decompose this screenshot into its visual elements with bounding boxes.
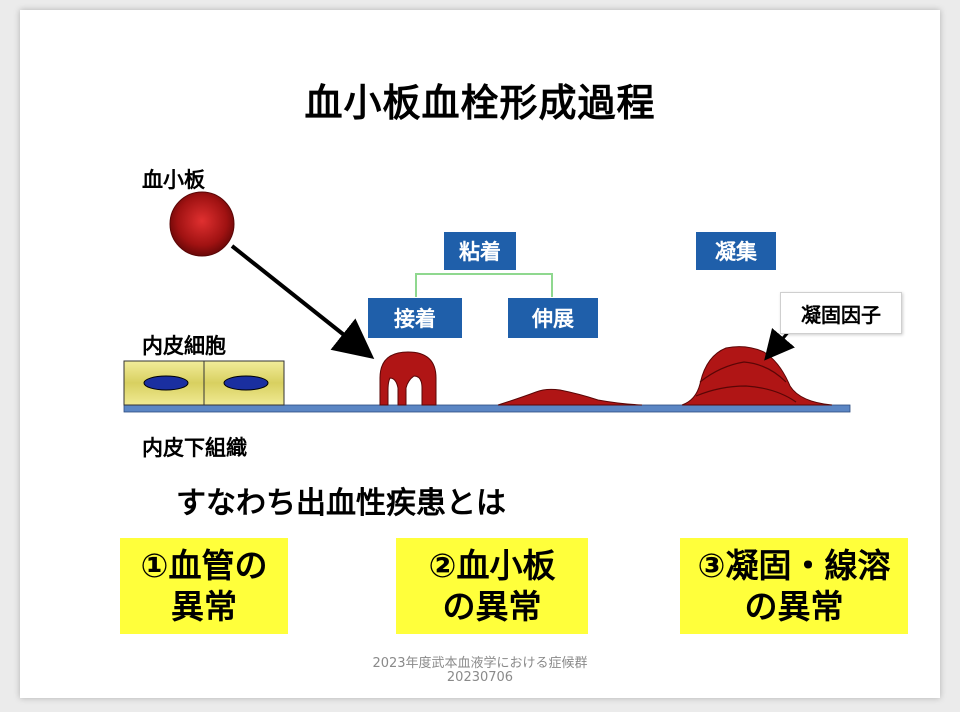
category-platelet-line2: の異常 (442, 587, 542, 626)
footer-line-2: 20230706 (446, 670, 514, 685)
endothelial-cell-label: 内皮細胞 (142, 334, 226, 358)
category-platelet-line1: ②血小板 (428, 545, 556, 585)
cell-nucleus-1 (143, 375, 189, 391)
subtitle: すなわち出血性疾患とは (176, 486, 506, 521)
attached-platelet (379, 351, 437, 406)
category-vascular: ①血管の 異常 (120, 538, 288, 634)
category-platelet: ②血小板 の異常 (396, 538, 588, 634)
footer-line-1: 2023年度武本血液学における症候群 (372, 656, 588, 671)
thrombus-outer (681, 346, 833, 406)
thrombus-layer-2 (695, 385, 797, 403)
attachment-box: 接着 (368, 298, 462, 338)
platelet-circle (169, 191, 235, 257)
category-coagulation: ③凝固・線溶 の異常 (680, 538, 908, 634)
platelet-label: 血小板 (142, 168, 205, 192)
category-coagulation-line2: の異常 (744, 587, 844, 626)
category-vascular-line2: 異常 (171, 587, 237, 626)
subendothelium-label: 内皮下組織 (142, 436, 247, 460)
platelet-arrow (230, 244, 375, 359)
factor-arrow (764, 327, 795, 361)
aggregation-box: 凝集 (696, 232, 776, 270)
thrombus-layer-1 (699, 361, 787, 383)
slide: 血小板血栓形成過程 血小板 内皮細胞 内皮下組織 粘着 接着 伸展 凝集 凝固因… (20, 10, 940, 698)
spread-platelet (497, 388, 643, 406)
membrane-line (123, 404, 851, 413)
category-coagulation-line1: ③凝固・線溶 (697, 545, 891, 585)
coagulation-factor-box: 凝固因子 (780, 292, 902, 334)
cell-nucleus-2 (223, 375, 269, 391)
slide-title: 血小板血栓形成過程 (304, 81, 656, 125)
thrombus-diagram (123, 191, 851, 413)
category-vascular-line1: ①血管の (140, 545, 268, 585)
adhesion-bracket (415, 273, 553, 297)
adhesion-box: 粘着 (444, 232, 516, 270)
spreading-box: 伸展 (508, 298, 598, 338)
